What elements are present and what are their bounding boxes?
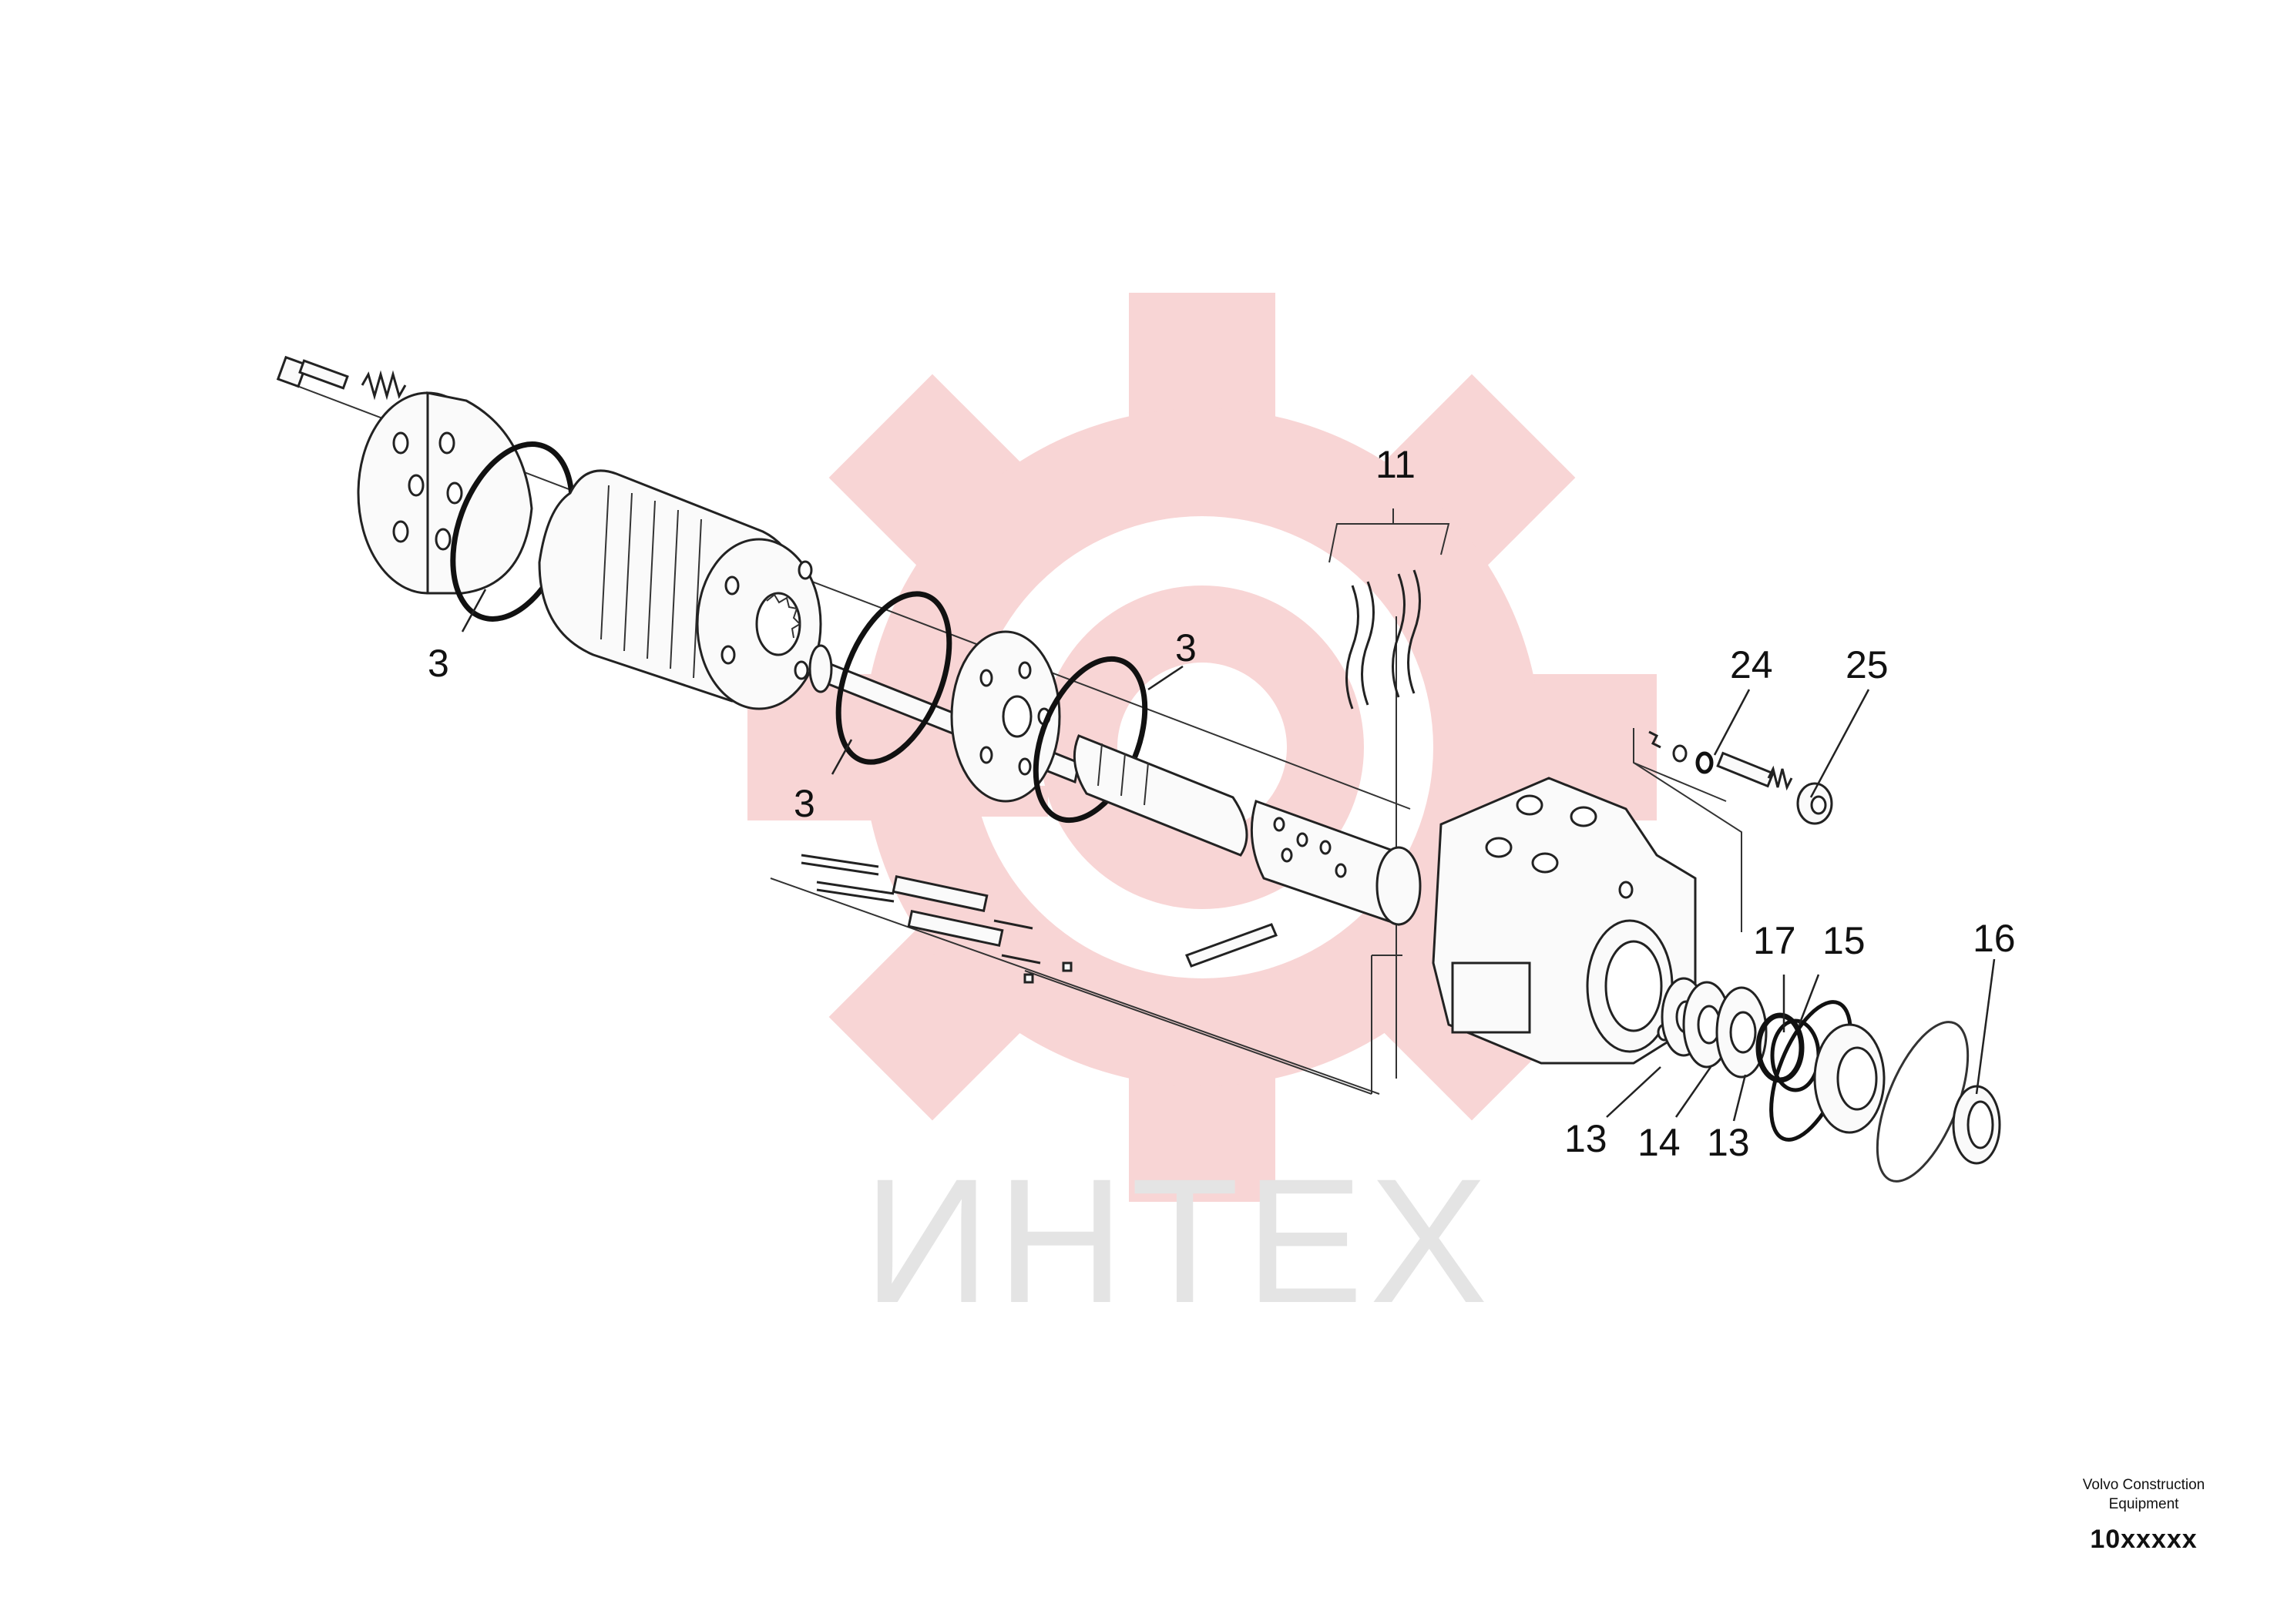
footer-block: Volvo Construction Equipment 10xxxxx [2051,1475,2236,1555]
retaining-ring [1952,1085,2001,1165]
callout-16: 16 [1973,917,2016,960]
relief-valve [1648,730,1833,825]
check-valve-parts [801,854,1073,984]
callout-14: 14 [1637,1121,1681,1164]
watermark-gear-icon [740,293,1657,1202]
cross-pin [1184,923,1278,968]
callout-11: 11 [1375,443,1416,486]
valve-housing [1432,777,1697,1065]
callout-3: 3 [1175,626,1197,669]
tie-bolt [276,355,407,401]
callout-labels: 3 3 3 3 11 24 25 17 15 16 13 14 13 [428,443,2016,1164]
callout-3: 3 [794,782,815,825]
sleeve [1250,800,1422,926]
leader-lines [461,589,1996,1122]
callout-17: 17 [1753,919,1796,962]
dust-seal [1813,1023,1886,1134]
distributor-plate [950,630,1061,803]
gear-set [538,469,822,710]
brand-line-1: Volvo Construction [2082,1477,2205,1493]
end-cover [357,391,533,595]
centering-springs [1345,569,1421,710]
callout-13: 13 [1564,1117,1607,1160]
callout-3: 3 [428,642,449,685]
callout-25: 25 [1846,643,1889,686]
brand-line-2: Equipment [2108,1496,2179,1512]
callout-24: 24 [1730,643,1773,686]
drawing-code: 10xxxxx [2090,1525,2198,1554]
callout-15: 15 [1822,919,1866,962]
watermark-text: ИНТЕХ [863,1142,1494,1340]
callout-13: 13 [1707,1121,1750,1164]
o-ring [835,591,952,765]
spool [1073,734,1248,857]
